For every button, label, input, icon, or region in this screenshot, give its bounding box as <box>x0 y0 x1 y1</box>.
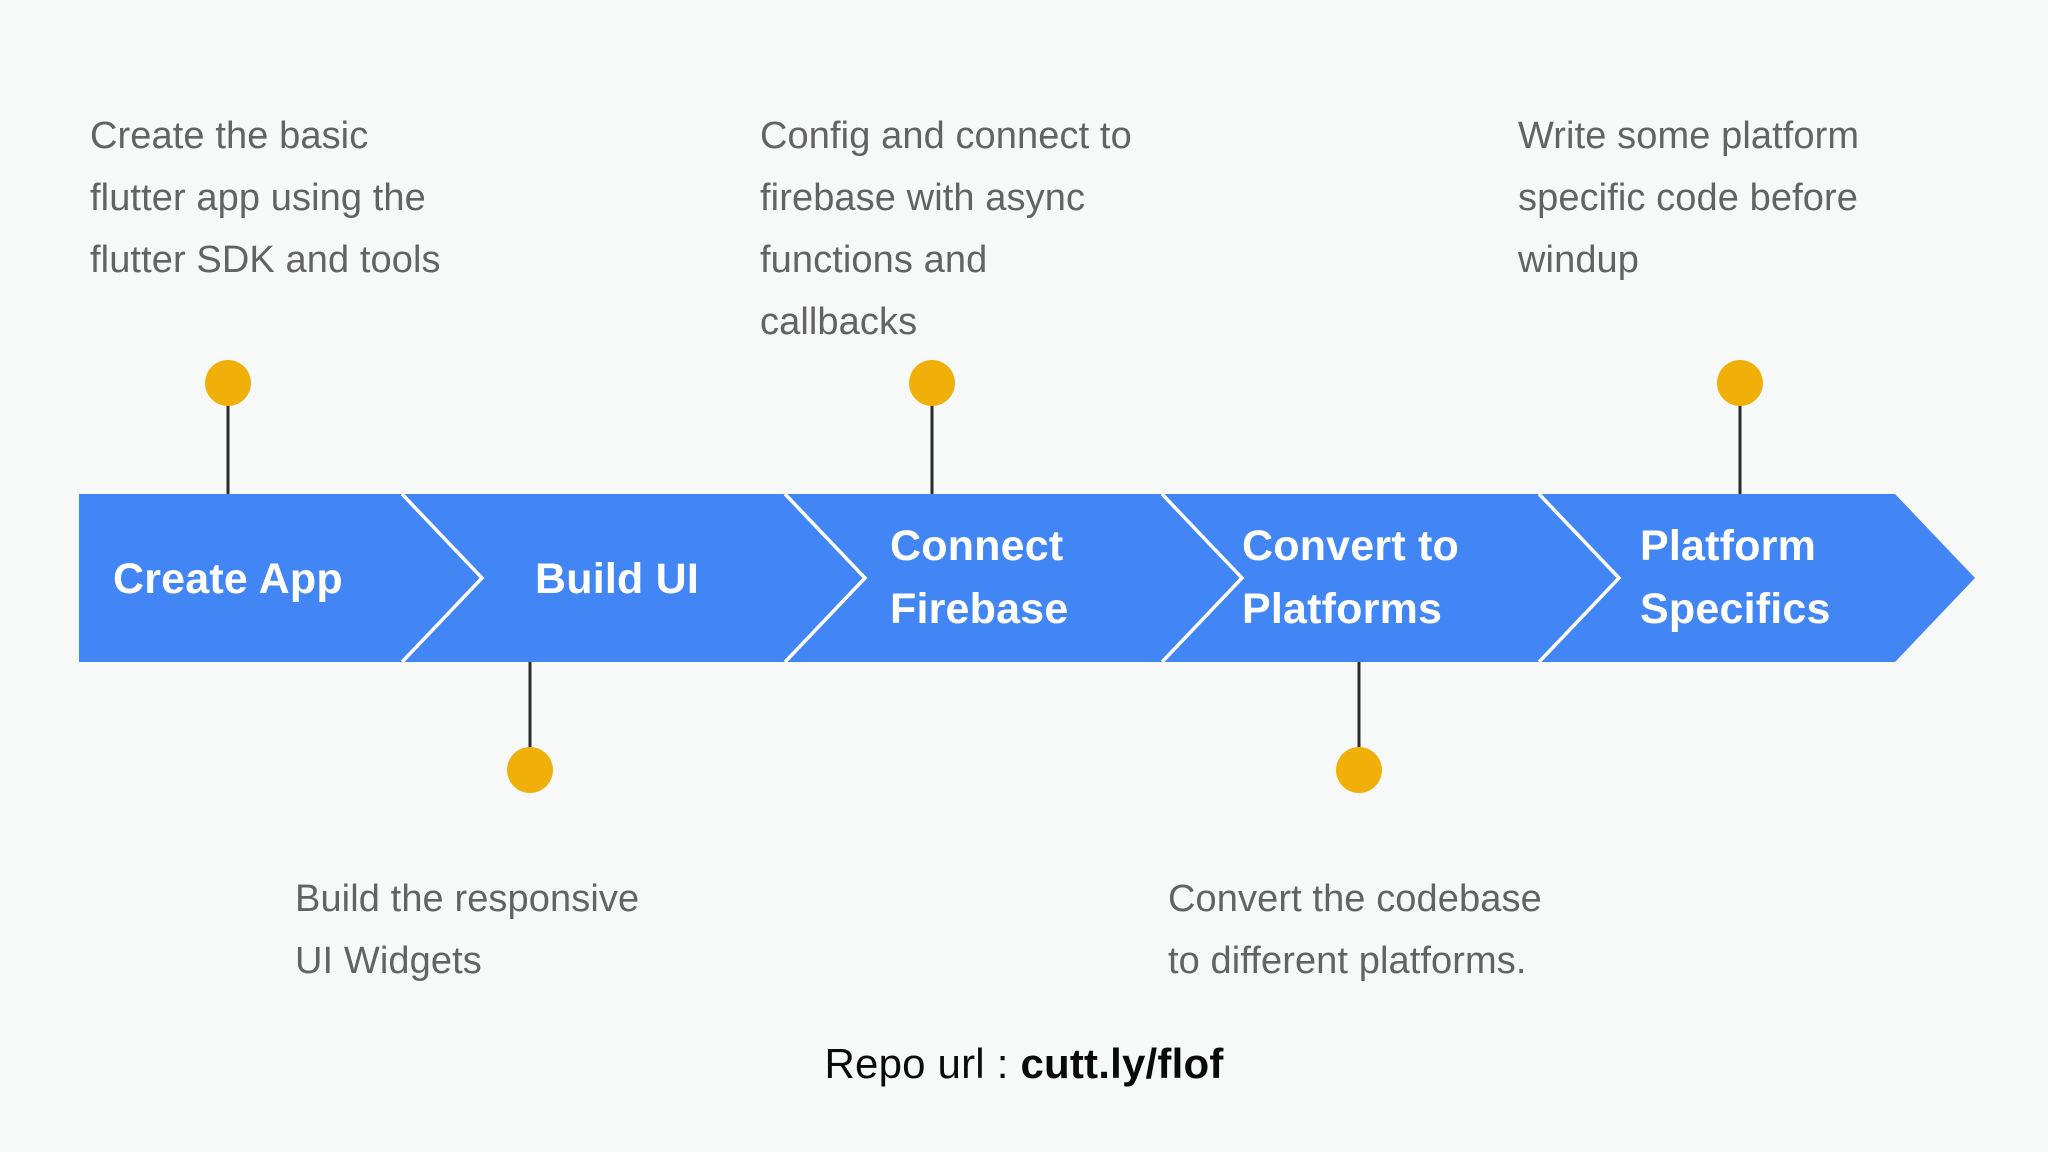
chevron-separator-4 <box>1537 492 1622 664</box>
step-label-build-ui: Build UI <box>535 555 699 603</box>
marker-dot-platform-specifics <box>1717 360 1763 406</box>
chevron-separator-3 <box>1160 492 1245 664</box>
step-label-create-app: Create App <box>113 555 343 603</box>
step-label-connect-firebase-line2: Firebase <box>890 585 1068 633</box>
chevron-separator-2 <box>783 492 868 664</box>
marker-dots <box>205 360 1763 793</box>
step-label-convert-platforms-line1: Convert to <box>1242 522 1459 570</box>
annotation-create-app: Create the basic flutter app using the f… <box>90 115 441 281</box>
marker-dot-convert-platforms <box>1336 747 1382 793</box>
banner-body <box>79 494 1975 662</box>
step-label-connect-firebase-line1: Connect <box>890 522 1063 570</box>
step-label-convert-platforms-line2: Platforms <box>1242 585 1442 633</box>
marker-dot-create-app <box>205 360 251 406</box>
repo-url-label: Repo url : <box>824 1040 1021 1087</box>
marker-dot-build-ui <box>507 747 553 793</box>
annotation-build-ui: Build the responsive UI Widgets <box>295 878 640 982</box>
step-label-platform-specifics-line2: Specifics <box>1640 585 1831 633</box>
marker-dot-connect-firebase <box>909 360 955 406</box>
annotation-connect-firebase: Config and connect to firebase with asyn… <box>760 115 1132 343</box>
annotation-convert-platforms: Convert the codebase to different platfo… <box>1168 878 1542 982</box>
chevron-banner: Create App Build UI Connect Firebase Con… <box>79 492 1975 664</box>
repo-url-footer: Repo url : cutt.ly/flof <box>0 1040 2048 1088</box>
chevron-separator-1 <box>400 492 485 664</box>
repo-url-value[interactable]: cutt.ly/flof <box>1020 1040 1224 1087</box>
step-label-platform-specifics-line1: Platform <box>1640 522 1816 570</box>
annotation-platform-specifics: Write some platform specific code before… <box>1518 115 1860 281</box>
